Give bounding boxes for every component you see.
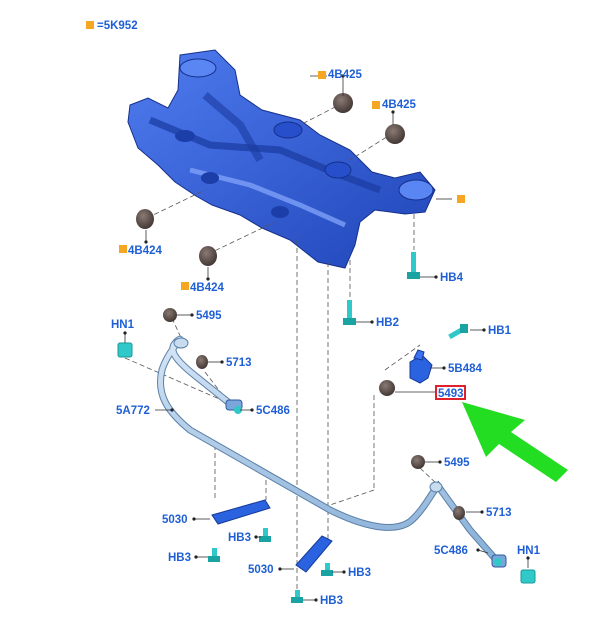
tower-left-top xyxy=(179,58,217,78)
label-5C486-left[interactable]: 5C486 xyxy=(256,405,290,417)
tower-right-top xyxy=(398,179,434,201)
bar-end-left-icon xyxy=(173,337,189,349)
label-4B424-lower[interactable]: 4B424 xyxy=(190,282,224,294)
bar-bushings xyxy=(163,308,465,520)
bushing-5495-right-icon xyxy=(411,455,425,469)
legend-marker-icon xyxy=(86,21,94,29)
label-5030-center[interactable]: 5030 xyxy=(248,564,274,576)
bolt-hb3-c-icon xyxy=(321,563,333,576)
bracket-5030-center-icon xyxy=(295,535,333,573)
anchor-dots xyxy=(123,74,530,602)
bushings xyxy=(136,93,405,266)
bolt-hb3-b-icon xyxy=(259,528,271,542)
label-4B424-left[interactable]: 4B424 xyxy=(128,245,162,257)
label-5030-left[interactable]: 5030 xyxy=(162,514,188,526)
label-hb3-a[interactable]: HB3 xyxy=(168,552,191,564)
label-hb3-d[interactable]: HB3 xyxy=(320,595,343,607)
bushing-5493-icon xyxy=(379,380,395,396)
bushing-4B424-lower-icon xyxy=(199,246,217,266)
bar-end-right-icon xyxy=(429,481,443,493)
label-5495-right[interactable]: 5495 xyxy=(444,457,470,469)
stabilizer-bar xyxy=(157,335,502,566)
label-5495-left[interactable]: 5495 xyxy=(196,310,222,322)
orange-markers xyxy=(119,71,465,290)
label-4B425-right[interactable]: 4B425 xyxy=(382,99,416,111)
label-5713-left[interactable]: 5713 xyxy=(226,357,252,369)
label-4B425-upper[interactable]: 4B425 xyxy=(328,69,362,81)
label-5A772[interactable]: 5A772 xyxy=(116,405,150,417)
label-hb4[interactable]: HB4 xyxy=(440,272,464,284)
bushing-4B424-left-icon xyxy=(136,209,154,229)
link-5C486-left-icon xyxy=(225,399,243,414)
label-hb2[interactable]: HB2 xyxy=(376,317,399,329)
highlight-box xyxy=(435,385,466,400)
bushing-5495-left-icon xyxy=(163,308,177,322)
subframe-mount-marker-icon xyxy=(457,195,465,203)
label-hb1[interactable]: HB1 xyxy=(488,325,512,337)
label-hb3-b[interactable]: HB3 xyxy=(228,532,251,544)
label-hn1-left[interactable]: HN1 xyxy=(111,319,135,331)
bushing-4B425-upper-icon xyxy=(333,93,353,113)
bolt-hb1-icon xyxy=(448,324,468,340)
label-hn1-right[interactable]: HN1 xyxy=(517,545,541,557)
label-hb3-c[interactable]: HB3 xyxy=(348,567,371,579)
bushing-5713-right-icon xyxy=(453,506,465,520)
part-labels: 4B425 4B425 4B424 4B424 HB4 HB2 HN1 5495… xyxy=(111,69,541,607)
bracket-5030-left-icon xyxy=(211,499,271,525)
bolt-hb2-icon xyxy=(343,300,356,325)
bolts xyxy=(117,252,536,603)
nut-hn1-right-icon xyxy=(520,569,536,584)
bolt-hb3-d-icon xyxy=(291,590,303,603)
bolt-hb4-icon xyxy=(407,252,420,279)
label-5B484[interactable]: 5B484 xyxy=(448,363,482,375)
label-5C486-right[interactable]: 5C486 xyxy=(434,545,468,557)
bolt-hb3-a-icon xyxy=(208,548,220,562)
nut-hn1-left-icon xyxy=(117,342,133,358)
bushing-5713-left-icon xyxy=(196,355,208,369)
label-5713-right[interactable]: 5713 xyxy=(486,507,512,519)
bushing-4B425-right-icon xyxy=(385,124,405,144)
brackets-5030 xyxy=(211,499,333,573)
link-5C486-right-icon xyxy=(491,554,507,568)
bracket-5B484-icon xyxy=(409,349,433,384)
end-links xyxy=(225,399,507,568)
legend-text: =5K952 xyxy=(97,20,138,32)
leader-lines xyxy=(124,75,529,601)
green-arrow-icon xyxy=(462,402,568,482)
subframe-crossmember xyxy=(127,49,436,269)
label-5493[interactable]: 5493 xyxy=(438,388,464,400)
legend: =5K952 xyxy=(86,20,138,32)
